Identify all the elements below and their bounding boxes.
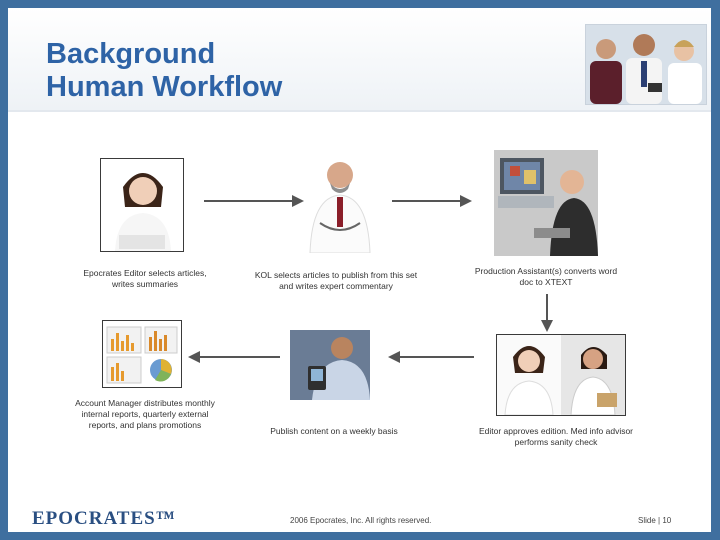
- step-4-caption: Editor approves edition. Med info adviso…: [478, 426, 634, 447]
- epocrates-logo: EPOCRATES™: [32, 508, 176, 529]
- arrow-publish-to-account-manager: [188, 351, 280, 363]
- title-line-2: Human Workflow: [46, 71, 283, 103]
- footer-copyright: 2006 Epocrates, Inc. All rights reserved…: [290, 516, 432, 525]
- step-5-caption: Publish content on a weekly basis: [270, 426, 398, 436]
- kol-doctor-photo: [304, 153, 376, 253]
- step-6-caption: Account Manager distributes monthly inte…: [75, 398, 215, 430]
- header-doctors-photo: [585, 24, 707, 105]
- publish-pda-photo: [290, 330, 370, 400]
- step-1-caption: Epocrates Editor selects articles, write…: [83, 268, 207, 289]
- production-assistant-photo: [494, 150, 598, 256]
- title-line-1: Background: [46, 38, 216, 70]
- arrow-kol-to-production: [392, 195, 472, 207]
- arrow-approval-to-publish: [388, 351, 474, 363]
- arrow-production-to-editor-approval: [541, 294, 553, 332]
- slide: Background Human Workflow Epocrates Edit…: [8, 8, 711, 532]
- slide-number: Slide | 10: [638, 516, 672, 525]
- step-3-caption: Production Assistant(s) converts word do…: [474, 266, 618, 287]
- editor-photo: [100, 158, 184, 252]
- editor-and-advisor-photo: [496, 334, 626, 416]
- step-2-caption: KOL selects articles to publish from thi…: [254, 270, 418, 291]
- arrow-editor-to-kol: [204, 195, 304, 207]
- slide-title: Background Human Workflow: [46, 38, 282, 104]
- reports-chart-photo: [102, 320, 182, 388]
